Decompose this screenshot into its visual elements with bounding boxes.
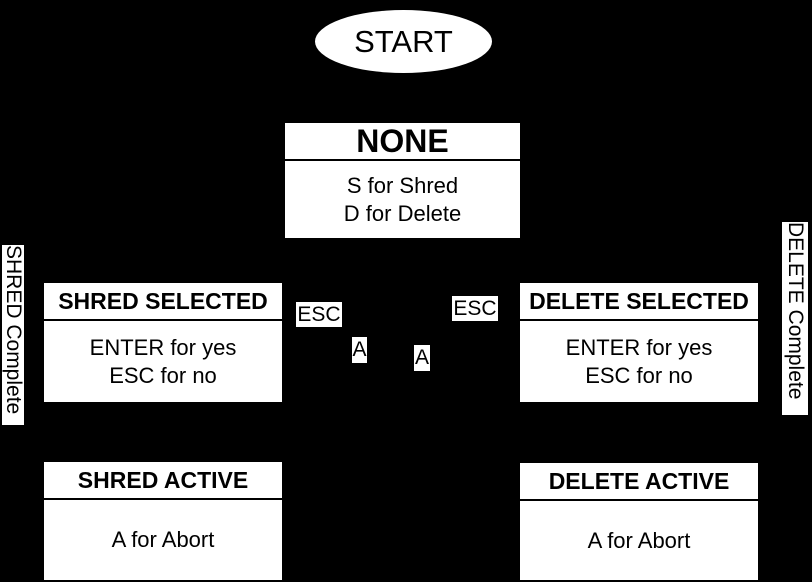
state-node-shred-active: SHRED ACTIVE A for Abort [44, 462, 282, 580]
state-title: SHRED ACTIVE [44, 462, 282, 500]
state-title: SHRED SELECTED [44, 283, 282, 321]
state-body-line: ESC for no [585, 362, 693, 388]
state-body: S for Shred D for Delete [285, 161, 520, 238]
state-body-line: A for Abort [587, 527, 691, 553]
state-body: ENTER for yes ESC for no [44, 321, 282, 402]
state-body-line: ENTER for yes [89, 334, 237, 360]
state-body: ENTER for yes ESC for no [520, 321, 758, 402]
state-body-line: D for Delete [343, 200, 462, 226]
state-body: A for Abort [44, 500, 282, 580]
state-node-shred-selected: SHRED SELECTED ENTER for yes ESC for no [44, 283, 282, 402]
state-body-line: ESC for no [109, 362, 217, 388]
edge-label-esc-left: ESC [296, 302, 342, 327]
state-body: A for Abort [520, 501, 758, 580]
edge-label-shred-complete: SHRED Complete [2, 245, 25, 425]
state-body-line: A for Abort [111, 527, 215, 552]
state-node-none: NONE S for Shred D for Delete [285, 123, 520, 238]
edge-label-abort-left: A [352, 337, 367, 363]
state-body-line: ENTER for yes [565, 334, 713, 360]
edge-label-abort-right: A [414, 345, 430, 371]
edge-label-delete-complete: DELETE Complete [782, 222, 808, 415]
start-label: START [354, 23, 453, 59]
state-title: DELETE ACTIVE [520, 463, 758, 501]
state-node-delete-active: DELETE ACTIVE A for Abort [520, 463, 758, 580]
state-node-delete-selected: DELETE SELECTED ENTER for yes ESC for no [520, 283, 758, 402]
start-node: START [315, 10, 492, 73]
state-body-line: S for Shred [346, 172, 459, 198]
state-title: DELETE SELECTED [520, 283, 758, 321]
state-title: NONE [285, 123, 520, 161]
edge-label-esc-right: ESC [452, 296, 498, 321]
